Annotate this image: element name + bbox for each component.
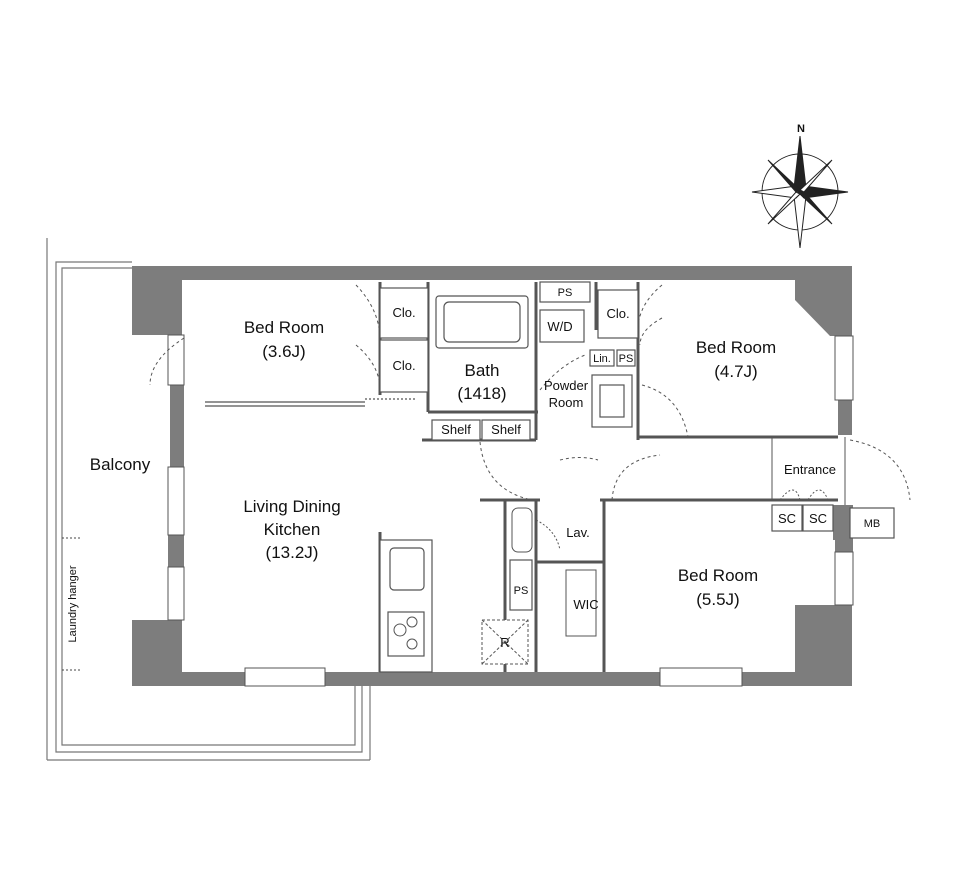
bedroom-b-size: (4.7J) — [714, 362, 757, 381]
balcony-outline — [46, 238, 371, 761]
shelf-label-1: Shelf — [441, 422, 471, 437]
windows — [167, 334, 854, 687]
sc-label-2: SC — [809, 511, 827, 526]
kitchen-counter — [379, 539, 433, 673]
compass-north-label: N — [797, 123, 805, 135]
bedroom-c-size: (5.5J) — [696, 590, 739, 609]
refrigerator-space — [481, 619, 529, 665]
shelf-label-2: Shelf — [491, 422, 521, 437]
ps-label-1: PS — [558, 287, 573, 299]
laundry-hanger-label: Laundry hanger — [67, 565, 79, 642]
closet-label-2: Clo. — [392, 358, 415, 373]
mb-label: MB — [864, 518, 881, 530]
closet-label-1: Clo. — [392, 305, 415, 320]
sc-label-1: SC — [778, 511, 796, 526]
ldk-size: (13.2J) — [266, 543, 319, 562]
bath-name: Bath — [465, 361, 500, 380]
entrance-label: Entrance — [784, 462, 836, 477]
lav-label: Lav. — [566, 525, 590, 540]
storage-boxes — [379, 281, 895, 611]
laundry-hanger-marks — [62, 537, 80, 671]
bedroom-b-name: Bed Room — [696, 338, 776, 357]
bedroom-a-name: Bed Room — [244, 318, 324, 337]
ps-label-2: PS — [619, 353, 634, 365]
closet-label-3: Clo. — [606, 306, 629, 321]
wic-label: WIC — [573, 597, 598, 612]
bath-tub — [435, 295, 529, 349]
powder-room-line2: Room — [549, 395, 584, 410]
stove-burners — [393, 616, 418, 650]
bedroom-a-size: (3.6J) — [262, 342, 305, 361]
wd-label: W/D — [547, 319, 572, 334]
balcony-label: Balcony — [90, 455, 151, 474]
refrigerator-label: R — [500, 635, 509, 650]
entrance-lines — [771, 437, 846, 505]
bedroom-c-name: Bed Room — [678, 566, 758, 585]
ldk-name-line1: Living Dining — [243, 497, 340, 516]
bath-size: (1418) — [457, 384, 506, 403]
powder-room-line1: Powder — [544, 378, 589, 393]
lin-label: Lin. — [593, 353, 611, 365]
lavatory-fixtures — [511, 507, 561, 553]
sliding-partition — [205, 398, 415, 407]
compass-rose — [751, 135, 849, 249]
ldk-name-line2: Kitchen — [264, 520, 321, 539]
wic-interior — [565, 569, 597, 637]
ps-label-3: PS — [514, 585, 529, 597]
